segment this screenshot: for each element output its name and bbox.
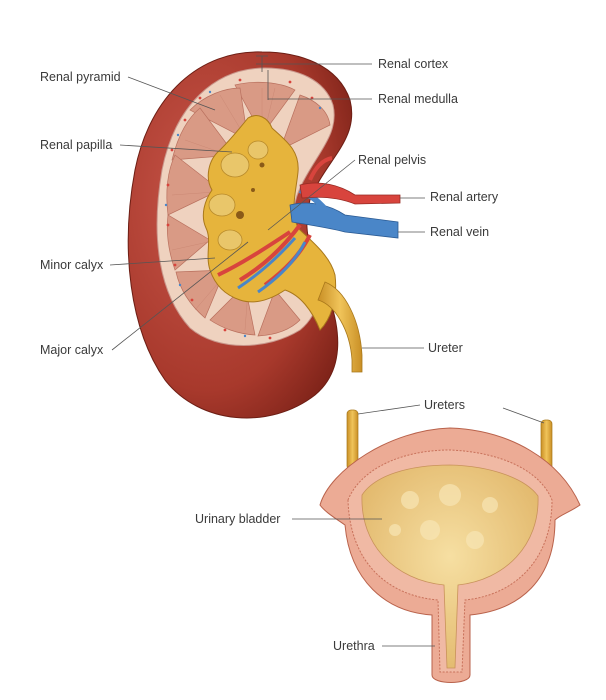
papilla-dots	[236, 162, 265, 219]
label-major-calyx: Major calyx	[40, 343, 104, 357]
lumen-texture	[389, 484, 498, 549]
bladder-lumen	[361, 464, 539, 669]
label-renal-pyramid: Renal pyramid	[40, 70, 121, 84]
label-ureters: Ureters	[424, 398, 465, 412]
label-renal-papilla: Renal papilla	[40, 138, 113, 152]
cortex-vein-dots	[164, 90, 322, 338]
ureter-tube	[317, 281, 363, 373]
kidney	[127, 51, 401, 419]
label-minor-calyx: Minor calyx	[40, 258, 104, 272]
renal-artery-vessel	[299, 182, 401, 205]
leader-lines	[109, 55, 545, 647]
label-urethra: Urethra	[333, 639, 375, 653]
label-ureter: Ureter	[428, 341, 463, 355]
label-renal-pelvis: Renal pelvis	[358, 153, 427, 167]
vein-branches	[237, 237, 307, 294]
label-urinary-bladder: Urinary bladder	[195, 512, 281, 526]
label-renal-medulla: Renal medulla	[378, 92, 458, 106]
urinary-bladder-illustration	[319, 409, 581, 683]
label-renal-artery: Renal artery	[430, 190, 499, 204]
label-renal-vein: Renal vein	[430, 225, 490, 239]
calyx-details	[208, 140, 269, 251]
label-renal-cortex: Renal cortex	[378, 57, 449, 71]
renal-vein-vessel	[289, 202, 399, 239]
cortex-vessel-dots	[166, 78, 314, 340]
